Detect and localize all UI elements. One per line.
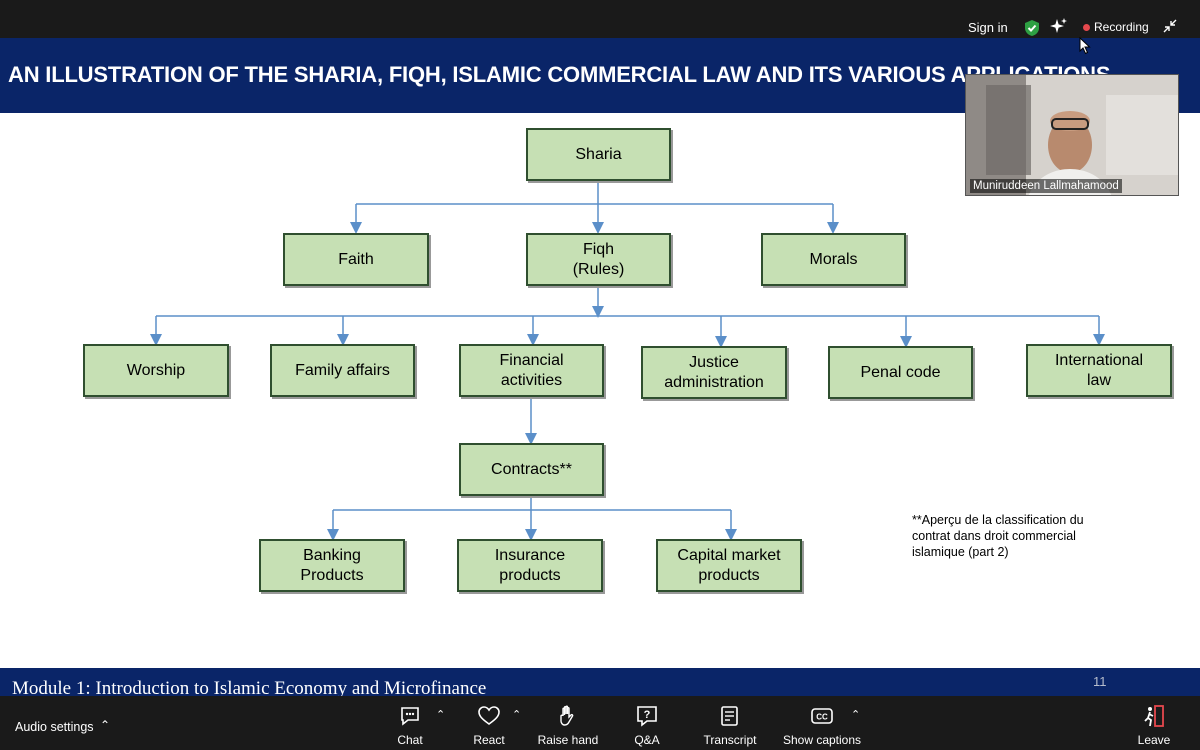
recording-dot-icon (1083, 24, 1090, 31)
meeting-toolbar (0, 696, 1200, 750)
chat-label: Chat (397, 733, 423, 747)
node-family-affairs: Family affairs (270, 344, 415, 397)
question-icon: ? (635, 704, 659, 733)
transcript-icon (718, 704, 742, 733)
participant-name: Muniruddeen Lallmahamood (970, 179, 1122, 193)
node-fiqh: Fiqh (Rules) (526, 233, 671, 286)
transcript-label: Transcript (703, 733, 757, 747)
node-sharia: Sharia (526, 128, 671, 181)
qa-label: Q&A (634, 733, 660, 747)
slide-footer-bar (0, 668, 1200, 696)
leave-label: Leave (1137, 733, 1171, 747)
connector-lines (150, 182, 1105, 541)
recording-label[interactable]: Recording (1094, 20, 1149, 34)
sparkle-icon[interactable] (1049, 17, 1069, 42)
node-justice-administration: Justice administration (641, 346, 787, 399)
react-options-chevron-icon[interactable]: ⌃ (512, 709, 522, 721)
node-insurance-products: Insurance products (457, 539, 603, 592)
slide-title: AN ILLUSTRATION OF THE SHARIA, FIQH, ISL… (8, 62, 1111, 87)
chevron-up-icon[interactable]: ⌃ (100, 718, 111, 732)
node-faith: Faith (283, 233, 429, 286)
node-banking-products: Banking Products (259, 539, 405, 592)
svg-text:CC: CC (816, 713, 828, 722)
raise-hand-icon (556, 704, 580, 733)
svg-text:?: ? (644, 709, 651, 721)
node-capital-market-products: Capital market products (656, 539, 802, 592)
node-morals: Morals (761, 233, 906, 286)
participant-video[interactable]: Muniruddeen Lallmahamood (965, 74, 1179, 196)
audio-settings-button[interactable]: Audio settings (15, 720, 94, 734)
node-worship: Worship (83, 344, 229, 397)
chat-icon (398, 704, 422, 733)
heart-icon (477, 704, 501, 733)
captions-options-chevron-icon[interactable]: ⌃ (851, 709, 861, 721)
node-international-law: International law (1026, 344, 1172, 397)
footnote: **Aperçu de la classification du contrat… (912, 513, 1084, 559)
shield-check-icon[interactable] (1024, 19, 1040, 42)
node-contracts: Contracts** (459, 443, 604, 496)
show-captions-label: Show captions (782, 733, 862, 747)
node-penal-code: Penal code (828, 346, 973, 399)
closed-captions-icon: CC (810, 704, 834, 733)
slide-page-number: 11 (1093, 674, 1107, 689)
chat-options-chevron-icon[interactable]: ⌃ (436, 709, 446, 721)
react-label: React (473, 733, 505, 747)
sign-in-link[interactable]: Sign in (968, 20, 1008, 35)
participant-video-image (966, 75, 1178, 195)
slide-footer-text: Module 1: Introduction to Islamic Econom… (12, 678, 487, 696)
raise-hand-label: Raise hand (537, 733, 599, 747)
minimize-icon[interactable] (1162, 18, 1178, 39)
node-financial-activities: Financial activities (459, 344, 604, 397)
leave-icon (1142, 704, 1166, 733)
meeting-top-bar (0, 0, 1200, 38)
mouse-cursor-icon (1079, 36, 1091, 60)
